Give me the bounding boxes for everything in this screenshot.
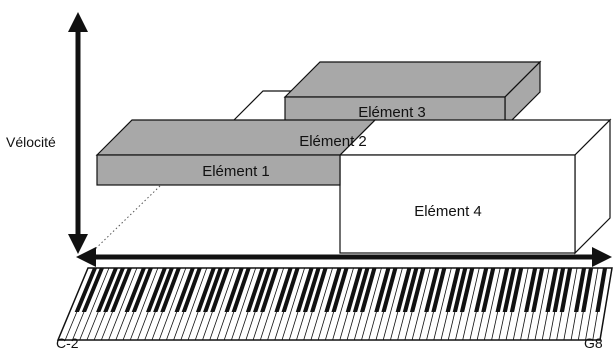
piano-keyboard xyxy=(56,267,613,341)
white-key-divider xyxy=(129,267,159,341)
black-key xyxy=(374,268,391,312)
white-key-divider xyxy=(382,267,403,341)
black-key xyxy=(359,268,377,312)
black-key xyxy=(352,268,370,312)
element-3-label: Elément 3 xyxy=(358,104,426,121)
black-key xyxy=(124,268,146,312)
black-key xyxy=(545,268,559,312)
black-key xyxy=(559,268,573,312)
black-key xyxy=(174,268,195,312)
black-key xyxy=(409,268,426,312)
black-key xyxy=(481,268,496,312)
white-key-divider xyxy=(108,267,138,341)
black-key xyxy=(331,268,349,312)
low-note-label: C-2 xyxy=(56,335,79,351)
black-key xyxy=(395,268,412,312)
black-key xyxy=(573,268,587,312)
white-key-divider xyxy=(281,267,305,341)
black-key xyxy=(131,268,153,312)
black-key xyxy=(153,268,174,312)
white-key-divider xyxy=(310,267,333,341)
black-key xyxy=(110,268,133,312)
white-key-divider xyxy=(231,267,257,341)
white-key-divider xyxy=(209,267,236,341)
white-key-divider xyxy=(512,267,529,341)
white-key-divider xyxy=(361,267,382,341)
black-keys xyxy=(74,268,608,312)
black-key xyxy=(495,268,510,312)
black-key xyxy=(452,268,468,312)
black-key xyxy=(203,268,223,312)
black-key xyxy=(181,268,202,312)
white-key-divider xyxy=(483,267,501,341)
element-1-label: Elément 1 xyxy=(202,163,270,180)
black-key xyxy=(402,268,419,312)
black-key xyxy=(74,268,98,312)
black-key xyxy=(252,268,272,312)
black-key xyxy=(459,268,475,312)
black-key xyxy=(295,268,314,312)
black-key xyxy=(245,268,265,312)
black-key xyxy=(502,268,517,312)
white-key-divider xyxy=(411,267,431,341)
black-key xyxy=(302,268,321,312)
element-4-label: Elément 4 xyxy=(414,203,482,220)
black-key xyxy=(145,268,167,312)
black-key xyxy=(524,268,538,312)
element-4-block xyxy=(338,118,612,255)
white-key-divider xyxy=(158,267,187,341)
black-key xyxy=(445,268,461,312)
black-key xyxy=(224,268,244,312)
black-key xyxy=(424,268,440,312)
black-key xyxy=(81,268,105,312)
black-key xyxy=(103,268,126,312)
black-key xyxy=(552,268,566,312)
white-key-divider xyxy=(180,267,208,341)
black-key xyxy=(345,268,363,312)
black-key xyxy=(310,268,328,312)
black-key xyxy=(260,268,279,312)
element-2-label: Elément 2 xyxy=(299,133,367,150)
white-key-divider xyxy=(79,267,110,341)
white-key-divider xyxy=(332,267,354,341)
black-key xyxy=(274,268,293,312)
black-key xyxy=(474,268,489,312)
black-key xyxy=(531,268,545,312)
black-key xyxy=(210,268,230,312)
black-key xyxy=(195,268,216,312)
white-key-divider xyxy=(259,267,285,341)
velocity-axis-label: Vélocité xyxy=(6,134,56,150)
white-key-divider xyxy=(433,267,452,341)
black-key xyxy=(160,268,181,312)
white-key-divider xyxy=(563,267,578,341)
black-key xyxy=(324,268,342,312)
black-key xyxy=(595,268,608,312)
black-key xyxy=(581,268,594,312)
white-key-divider xyxy=(534,267,550,341)
element-1-block xyxy=(95,119,377,186)
black-key xyxy=(509,268,524,312)
black-key xyxy=(96,268,119,312)
black-key xyxy=(431,268,447,312)
projection-line xyxy=(87,185,161,257)
black-key xyxy=(231,268,251,312)
white-key-divider xyxy=(462,267,480,341)
black-key xyxy=(381,268,398,312)
white-key-divider xyxy=(585,267,599,341)
high-note-label: G8 xyxy=(584,335,603,351)
black-key xyxy=(281,268,300,312)
